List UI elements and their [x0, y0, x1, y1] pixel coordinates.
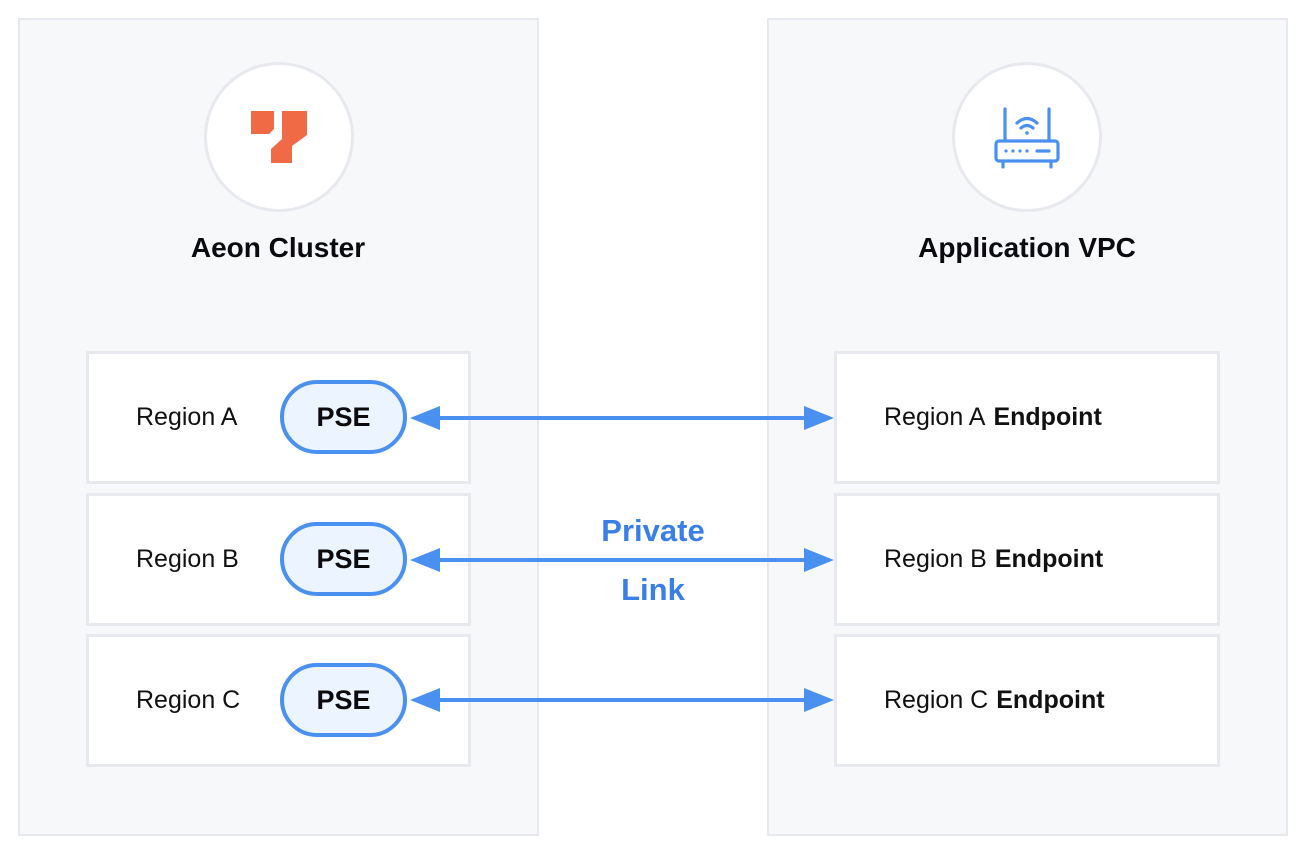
- aeon-region-c: Region C PSE: [86, 634, 471, 767]
- vpc-region-b: Region B Endpoint: [834, 493, 1220, 626]
- region-label: Region C: [884, 686, 989, 714]
- application-vpc-title: Application VPC: [918, 232, 1136, 263]
- region-label: Region B: [884, 545, 987, 573]
- endpoint-label: Region B Endpoint: [884, 496, 1103, 623]
- private-link-label-line1: Private: [601, 513, 705, 548]
- region-label: Region B: [136, 545, 239, 573]
- region-label: Region A: [884, 403, 986, 431]
- pse-node-a: PSE: [280, 380, 407, 454]
- aeon-region-a: Region A PSE: [86, 351, 471, 484]
- aeon-logo-icon: [251, 111, 307, 163]
- endpoint-suffix: Endpoint: [996, 686, 1105, 714]
- endpoint-suffix: Endpoint: [993, 403, 1102, 431]
- aeon-cluster-title: Aeon Cluster: [190, 232, 366, 263]
- region-label: Region A: [136, 403, 238, 431]
- vpc-region-c: Region C Endpoint: [834, 634, 1220, 767]
- router-icon: [994, 107, 1060, 169]
- pse-node-c: PSE: [280, 663, 407, 737]
- arrow-region-c: [410, 688, 834, 712]
- aeon-logo-badge: [204, 62, 354, 212]
- endpoint-label: Region C Endpoint: [884, 637, 1105, 764]
- private-link-label-line2: Link: [621, 572, 685, 607]
- vpc-region-a: Region A Endpoint: [834, 351, 1220, 484]
- arrow-region-a: [410, 406, 834, 430]
- endpoint-label: Region A Endpoint: [884, 354, 1102, 481]
- arrow-region-b: [410, 548, 834, 572]
- pse-node-b: PSE: [280, 522, 407, 596]
- aeon-region-b: Region B PSE: [86, 493, 471, 626]
- router-badge: [952, 62, 1102, 212]
- region-label: Region C: [136, 686, 241, 714]
- endpoint-suffix: Endpoint: [994, 545, 1104, 573]
